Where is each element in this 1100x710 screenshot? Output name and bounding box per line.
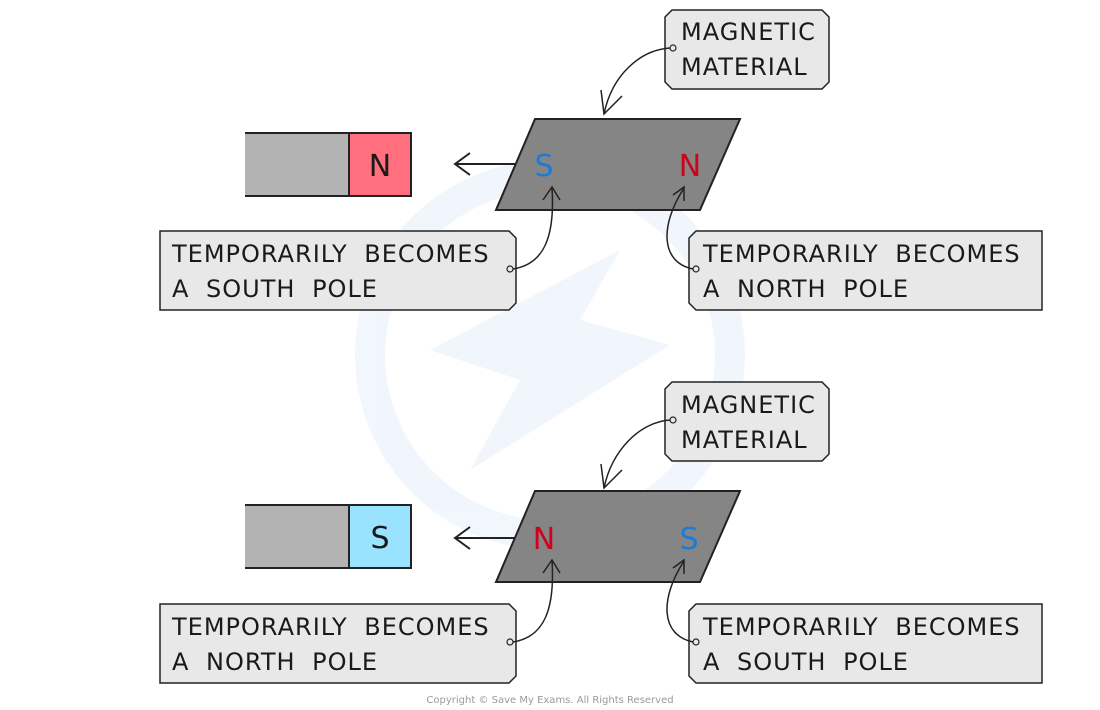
right-pole-label: TEMPORARILY BECOMES A NORTH POLE bbox=[666, 185, 1043, 311]
attraction-arrow bbox=[453, 152, 515, 176]
induced-pole-left: N bbox=[533, 522, 555, 557]
attraction-arrow bbox=[453, 526, 515, 550]
magnet-body bbox=[245, 505, 349, 568]
induced-pole-right: N bbox=[679, 149, 701, 184]
bar-magnet: S bbox=[245, 504, 412, 569]
magnet-body bbox=[245, 133, 349, 196]
panel-1: N S N MAGNETIC MATERIAL TEMPORARILY BECO… bbox=[159, 9, 1043, 311]
material-label: MAGNETIC MATERIAL bbox=[600, 9, 830, 116]
induced-pole-right: S bbox=[679, 522, 698, 557]
label-text: MATERIAL bbox=[681, 53, 808, 81]
label-text: A NORTH POLE bbox=[172, 648, 378, 676]
magnetic-material: S N bbox=[494, 118, 742, 211]
label-text: A SOUTH POLE bbox=[703, 648, 909, 676]
copyright-notice: Copyright © Save My Exams. All Rights Re… bbox=[426, 695, 673, 706]
induced-pole-left: S bbox=[534, 149, 553, 184]
magnet-pole-end bbox=[348, 132, 412, 197]
right-pole-label: TEMPORARILY BECOMES A SOUTH POLE bbox=[666, 558, 1043, 684]
magnetic-material: N S bbox=[494, 490, 742, 583]
panel-2: S N S MAGNETIC MATERIAL TEMPORARILY BECO… bbox=[159, 381, 1043, 684]
label-text: TEMPORARILY BECOMES bbox=[702, 240, 1021, 268]
label-text: TEMPORARILY BECOMES bbox=[702, 613, 1021, 641]
label-text: MAGNETIC bbox=[681, 18, 816, 46]
left-pole-label: TEMPORARILY BECOMES A SOUTH POLE bbox=[159, 185, 561, 311]
label-text: MAGNETIC bbox=[681, 391, 816, 419]
label-text: MATERIAL bbox=[681, 426, 808, 454]
magnet-pole-label: N bbox=[369, 149, 391, 184]
label-text: TEMPORARILY BECOMES bbox=[171, 240, 490, 268]
label-text: A SOUTH POLE bbox=[172, 275, 378, 303]
bar-magnet: N bbox=[245, 132, 412, 197]
magnet-pole-label: S bbox=[370, 521, 389, 556]
left-pole-label: TEMPORARILY BECOMES A NORTH POLE bbox=[159, 558, 561, 684]
magnet-pole-end bbox=[348, 504, 412, 569]
label-text: TEMPORARILY BECOMES bbox=[171, 613, 490, 641]
label-text: A NORTH POLE bbox=[703, 275, 909, 303]
material-label: MAGNETIC MATERIAL bbox=[600, 381, 830, 490]
